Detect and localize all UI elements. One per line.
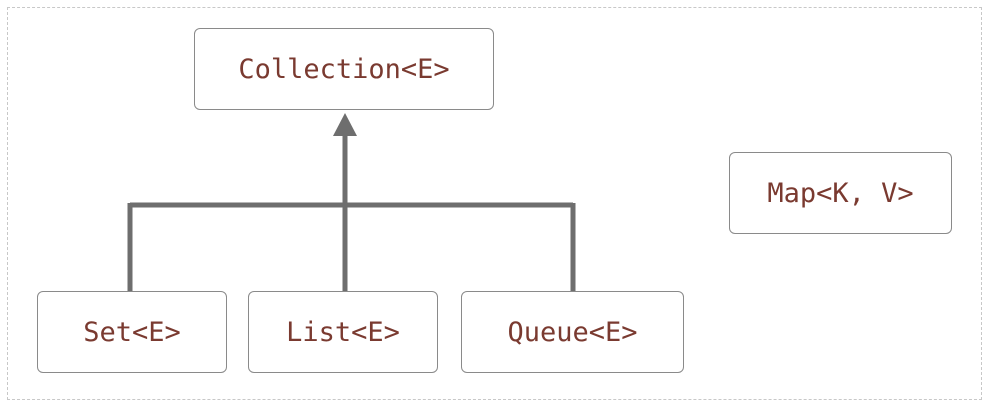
set-node: Set<E> bbox=[37, 291, 227, 373]
collection-label: Collection<E> bbox=[238, 53, 450, 85]
set-label: Set<E> bbox=[83, 316, 181, 348]
collection-node: Collection<E> bbox=[194, 28, 494, 110]
list-node: List<E> bbox=[248, 291, 438, 373]
queue-label: Queue<E> bbox=[507, 316, 638, 348]
list-label: List<E> bbox=[286, 316, 400, 348]
inheritance-arrowhead bbox=[333, 113, 357, 136]
map-node: Map<K, V> bbox=[729, 152, 952, 234]
map-label: Map<K, V> bbox=[767, 177, 914, 209]
queue-node: Queue<E> bbox=[461, 291, 684, 373]
diagram-frame bbox=[7, 7, 982, 400]
